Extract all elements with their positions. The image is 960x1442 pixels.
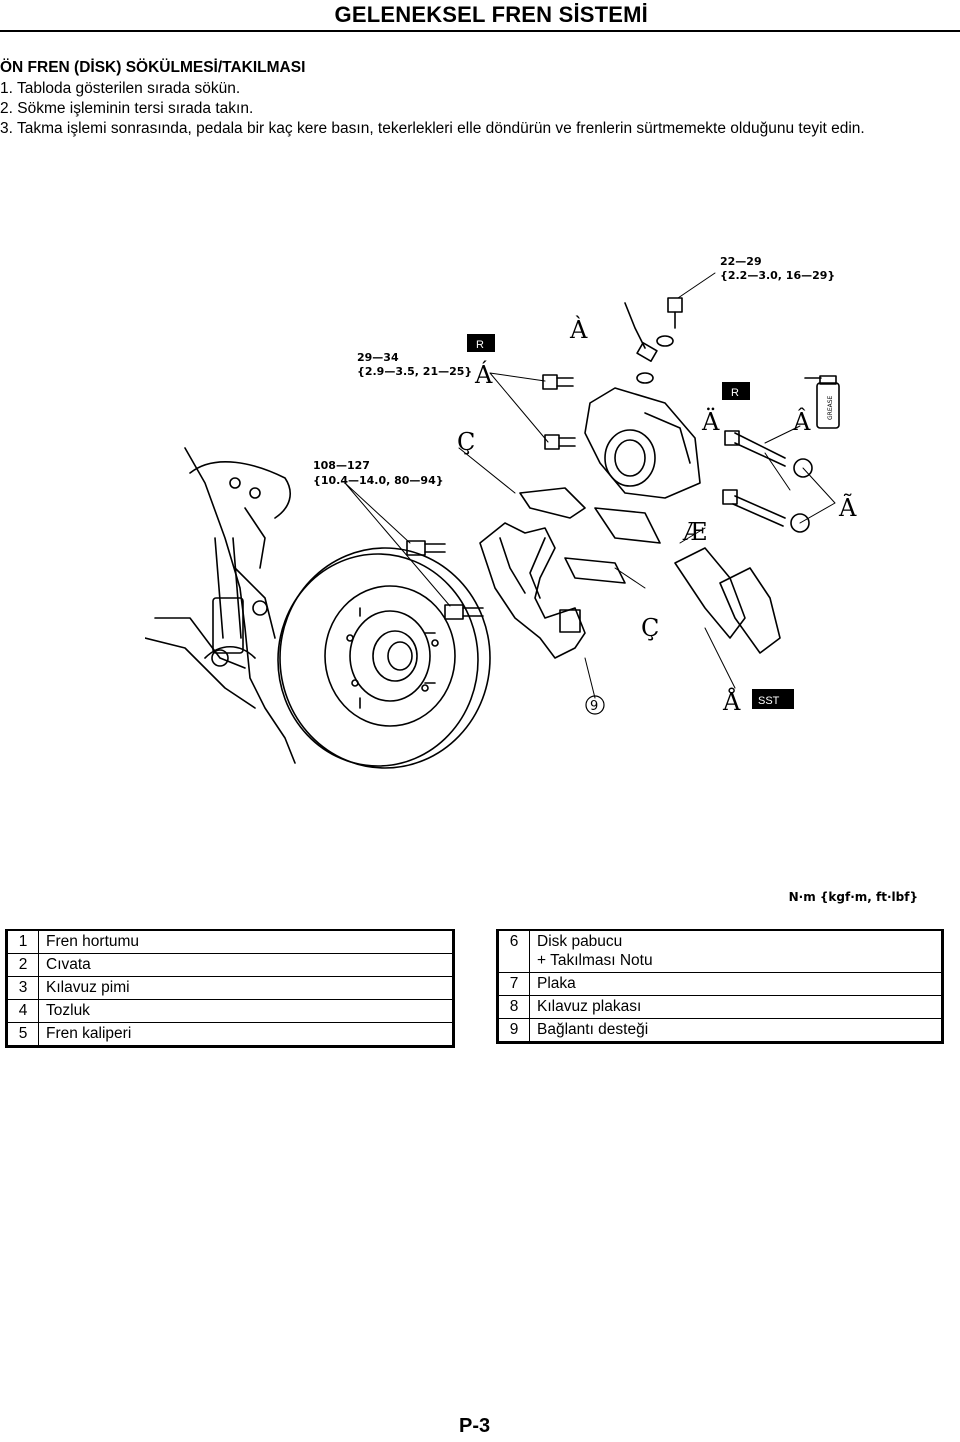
page-number: P-3: [459, 1415, 491, 1437]
part-number: 9: [496, 1018, 530, 1044]
section-title: ÖN FREN (DİSK) SÖKÜLMESİ/TAKILMASI: [0, 59, 306, 76]
torque-spec-2: 29—34 {2.9—3.5, 21—25}: [357, 351, 472, 378]
callout-label: Ã: [838, 493, 857, 522]
svg-text:22—29: 22—29: [720, 255, 762, 268]
callout-label: Ç: [457, 428, 475, 456]
svg-text:R: R: [731, 387, 739, 399]
svg-text:108—127: 108—127: [313, 459, 370, 472]
sst-badge: SST: [752, 689, 794, 709]
part-number: 4: [5, 999, 39, 1023]
part-name: Kılavuz pimi: [38, 976, 455, 1000]
grease-can-drawing: [804, 375, 840, 429]
part-name: Fren kaliperi: [38, 1022, 455, 1048]
mounting-bracket-drawing: [479, 522, 586, 659]
callout-label: Ä: [701, 407, 720, 436]
svg-text:{10.4—14.0, 80—94}: {10.4—14.0, 80—94}: [313, 474, 444, 487]
callout-label: Æ: [682, 518, 707, 546]
part-number: 5: [5, 1022, 39, 1048]
procedure-step: 1. Tabloda gösterilen sırada sökün.: [0, 80, 241, 97]
torque-unit-note: N·m {kgf·m, ft·lbf}: [788, 890, 918, 904]
callout-label: À: [569, 315, 588, 344]
brake-exploded-diagram: 22—29 {2.2—3.0, 16—29} 29—34 {2.9—3.5, 2…: [145, 255, 857, 769]
part-name: Fren hortumu: [38, 929, 455, 954]
page-header-title: GELENEKSEL FREN SİSTEMİ: [334, 2, 648, 27]
part-name-line: + Takılması Notu: [537, 952, 653, 969]
callout-label: 9: [590, 699, 598, 714]
parts-legend-right: 6 Disk pabucu + Takılması Notu 7 Plaka 8…: [496, 929, 944, 1044]
svg-text:{2.2—3.0, 16—29}: {2.2—3.0, 16—29}: [720, 269, 835, 282]
part-name: Plaka: [529, 972, 944, 996]
procedure-steps: 1. Tabloda gösterilen sırada sökün. 2. S…: [0, 79, 865, 139]
guide-pins-drawing: [722, 430, 813, 533]
part-number: 7: [496, 972, 530, 996]
part-name: Kılavuz plakası: [529, 995, 944, 1019]
grease-label: GREASE: [827, 395, 834, 420]
disc-rotor-drawing: [277, 547, 491, 769]
part-name: Disk pabucu + Takılması Notu: [529, 929, 944, 973]
callout-circle-icon: [585, 695, 605, 715]
guide-plates-drawing: [519, 487, 661, 584]
part-name: Tozluk: [38, 999, 455, 1023]
header-rule: [0, 30, 960, 32]
caliper-drawing: [584, 387, 701, 499]
table-row: 2 Cıvata: [5, 953, 455, 977]
table-row: 1 Fren hortumu: [5, 929, 455, 954]
table-row: 3 Kılavuz pimi: [5, 976, 455, 1000]
knuckle-drawing: [145, 447, 296, 764]
torque-spec-1: 22—29 {2.2—3.0, 16—29}: [720, 255, 835, 282]
part-name-line: Disk pabucu: [537, 933, 623, 950]
table-row: 7 Plaka: [496, 972, 944, 996]
brake-pads-drawing: [674, 547, 781, 654]
part-number: 2: [5, 953, 39, 977]
table-row: 6 Disk pabucu + Takılması Notu: [496, 929, 944, 973]
part-name: Bağlantı desteği: [529, 1018, 944, 1044]
part-number: 6: [496, 929, 530, 973]
bolts-drawing: [406, 297, 683, 620]
callout-label: Å: [722, 687, 741, 716]
table-row: 9 Bağlantı desteği: [496, 1018, 944, 1044]
leader-lines: [344, 272, 836, 699]
svg-text:29—34: 29—34: [357, 351, 399, 364]
part-number: 8: [496, 995, 530, 1019]
callout-label: Á: [474, 360, 493, 389]
procedure-step: 3. Takma işlemi sonrasında, pedala bir k…: [0, 120, 865, 137]
svg-text:SST: SST: [758, 695, 780, 707]
brake-hose-drawing: [624, 302, 674, 384]
table-row: 4 Tozluk: [5, 999, 455, 1023]
procedure-step: 2. Sökme işleminin tersi sırada takın.: [0, 100, 254, 117]
replace-badge: R: [467, 334, 495, 352]
callout-label: Â: [792, 407, 811, 436]
callout-label: Ç: [641, 614, 659, 642]
svg-text:{2.9—3.5, 21—25}: {2.9—3.5, 21—25}: [357, 365, 472, 378]
part-number: 1: [5, 929, 39, 954]
table-row: 5 Fren kaliperi: [5, 1022, 455, 1048]
parts-legend-left: 1 Fren hortumu 2 Cıvata 3 Kılavuz pimi 4…: [5, 929, 455, 1048]
replace-badge: R: [722, 382, 750, 400]
part-number: 3: [5, 976, 39, 1000]
table-row: 8 Kılavuz plakası: [496, 995, 944, 1019]
torque-spec-3: 108—127 {10.4—14.0, 80—94}: [313, 459, 444, 487]
part-name: Cıvata: [38, 953, 455, 977]
svg-text:R: R: [476, 339, 484, 351]
